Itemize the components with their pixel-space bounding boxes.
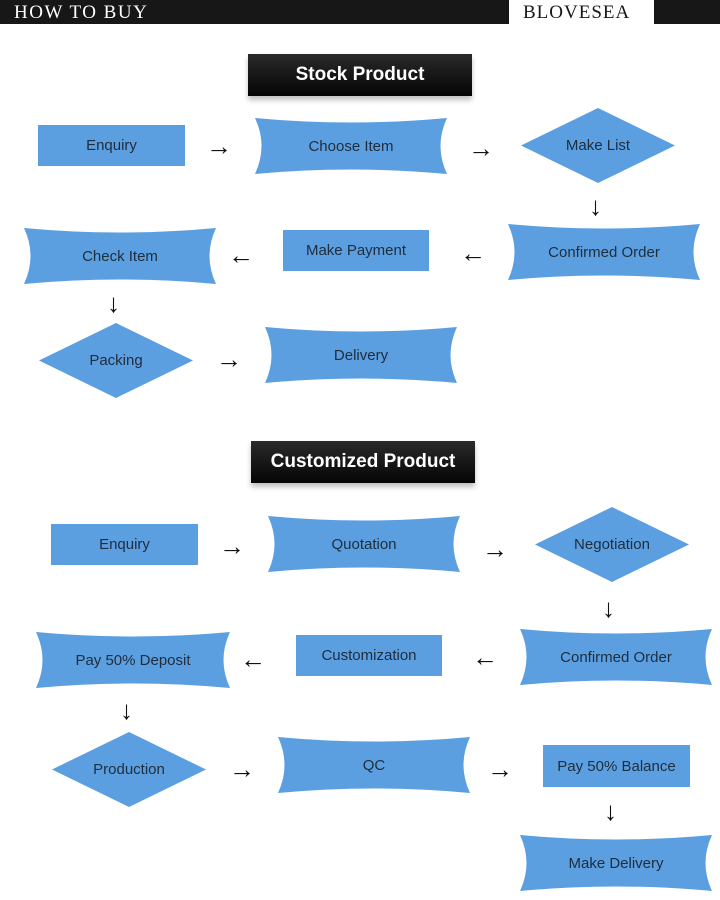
arrow-right-icon: → bbox=[487, 754, 513, 784]
arrow-down-icon: ↓ bbox=[602, 593, 615, 623]
custom-pay-balance-step: Pay 50% Balance bbox=[543, 745, 690, 787]
stock-packing-label: Packing bbox=[89, 352, 143, 369]
stock-confirmed-order-step: Confirmed Order bbox=[508, 224, 700, 280]
stock-packing-step: Packing bbox=[39, 323, 193, 398]
top-banner: HOW TO BUY BLOVESEA bbox=[0, 0, 720, 24]
stock-confirmed-order-label: Confirmed Order bbox=[548, 243, 660, 261]
custom-enquiry-label: Enquiry bbox=[99, 536, 150, 553]
brand-name: BLOVESEA bbox=[523, 2, 631, 23]
stock-delivery-label: Delivery bbox=[333, 346, 389, 364]
arrow-left-icon: ← bbox=[460, 238, 486, 268]
custom-customization-step: Customization bbox=[296, 635, 442, 676]
arrow-down-icon: ↓ bbox=[120, 695, 133, 725]
stock-product-title: Stock Product bbox=[248, 54, 472, 96]
stock-make-list-step: Make List bbox=[521, 108, 675, 183]
custom-enquiry-step: Enquiry bbox=[51, 524, 198, 565]
stock-check-item-label: Check Item bbox=[82, 247, 158, 265]
custom-negotiation-label: Negotiation bbox=[574, 536, 650, 553]
arrow-down-icon: ↓ bbox=[589, 191, 602, 221]
stock-enquiry-label: Enquiry bbox=[86, 137, 137, 154]
how-to-buy-heading: HOW TO BUY bbox=[14, 2, 149, 23]
custom-pay-deposit-label: Pay 50% Deposit bbox=[75, 651, 191, 669]
custom-quotation-label: Quotation bbox=[331, 535, 397, 553]
arrow-right-icon: → bbox=[229, 754, 255, 784]
arrow-right-icon: → bbox=[206, 131, 232, 161]
custom-confirmed-order-label: Confirmed Order bbox=[560, 648, 672, 666]
custom-confirmed-order-step: Confirmed Order bbox=[520, 629, 712, 685]
arrow-left-icon: ← bbox=[228, 240, 254, 270]
custom-negotiation-step: Negotiation bbox=[535, 507, 689, 582]
custom-production-label: Production bbox=[93, 761, 165, 778]
arrow-left-icon: ← bbox=[240, 644, 266, 674]
stock-make-payment-label: Make Payment bbox=[305, 242, 407, 259]
arrow-down-icon: ↓ bbox=[107, 288, 120, 318]
arrow-left-icon: ← bbox=[472, 642, 498, 672]
arrow-right-icon: → bbox=[219, 531, 245, 561]
stock-choose-item-step: Choose Item bbox=[255, 118, 447, 174]
stock-check-item-step: Check Item bbox=[24, 228, 216, 284]
custom-make-delivery-step: Make Delivery bbox=[520, 835, 712, 891]
custom-make-delivery-label: Make Delivery bbox=[568, 854, 664, 872]
stock-make-list-label: Make List bbox=[565, 137, 631, 154]
arrow-down-icon: ↓ bbox=[604, 796, 617, 826]
brand-box: BLOVESEA bbox=[505, 0, 654, 24]
custom-customization-label: Customization bbox=[321, 647, 417, 664]
arrow-right-icon: → bbox=[216, 344, 242, 374]
customized-product-title: Customized Product bbox=[251, 441, 475, 483]
custom-quotation-step: Quotation bbox=[268, 516, 460, 572]
custom-qc-label: QC bbox=[362, 756, 386, 774]
custom-qc-step: QC bbox=[278, 737, 470, 793]
stock-delivery-step: Delivery bbox=[265, 327, 457, 383]
custom-pay-balance-label: Pay 50% Balance bbox=[557, 757, 676, 775]
custom-production-step: Production bbox=[52, 732, 206, 807]
arrow-right-icon: → bbox=[468, 133, 494, 163]
stock-make-payment-step: Make Payment bbox=[283, 230, 429, 271]
stock-enquiry-step: Enquiry bbox=[38, 125, 185, 166]
arrow-right-icon: → bbox=[482, 534, 508, 564]
stock-choose-item-label: Choose Item bbox=[308, 137, 394, 155]
custom-pay-deposit-step: Pay 50% Deposit bbox=[36, 632, 230, 688]
